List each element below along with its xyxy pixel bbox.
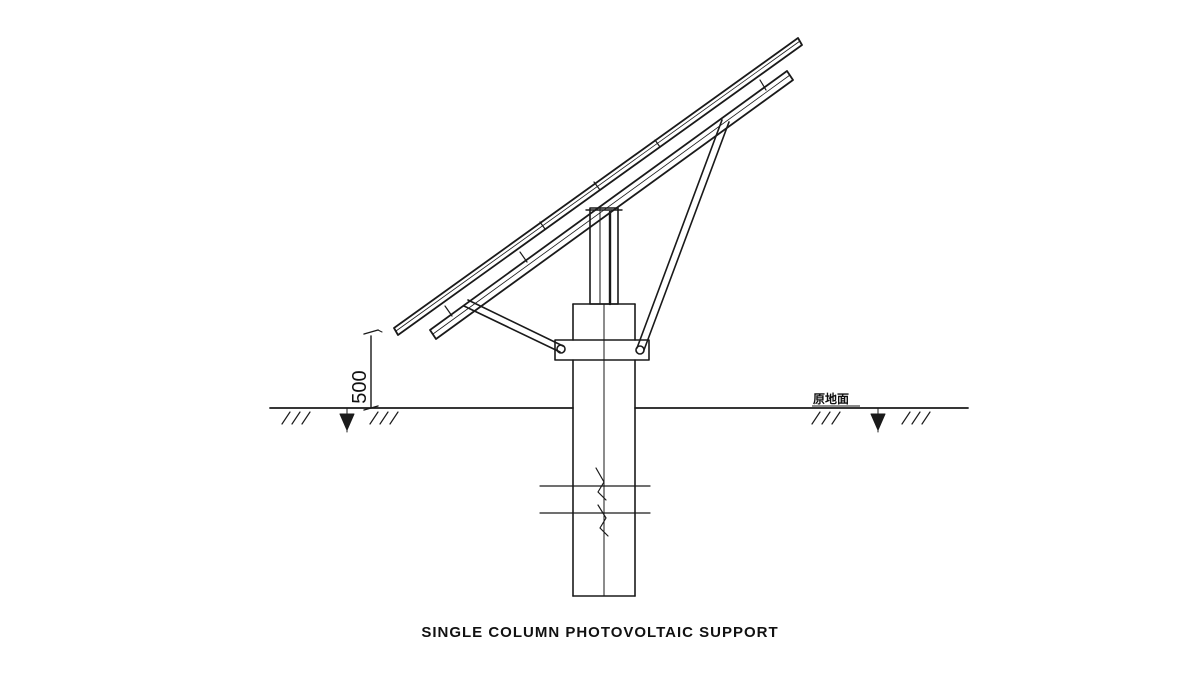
- elevation-marker-right: [871, 408, 885, 432]
- diagram-caption: SINGLE COLUMN PHOTOVOLTAIC SUPPORT: [421, 624, 779, 641]
- concrete-column: [540, 304, 650, 596]
- steel-post: [586, 208, 622, 304]
- panel-frame-rail: [430, 71, 793, 339]
- right-brace: [636, 120, 729, 354]
- height-dimension: [364, 330, 382, 410]
- elevation-marker-left: [340, 408, 354, 432]
- column-clamp: [555, 340, 649, 360]
- dimension-label: 500: [349, 370, 371, 403]
- ground-line: [270, 408, 968, 424]
- ground-label: 原地面: [813, 391, 849, 406]
- left-brace: [464, 300, 565, 353]
- solar-panel: [394, 38, 802, 335]
